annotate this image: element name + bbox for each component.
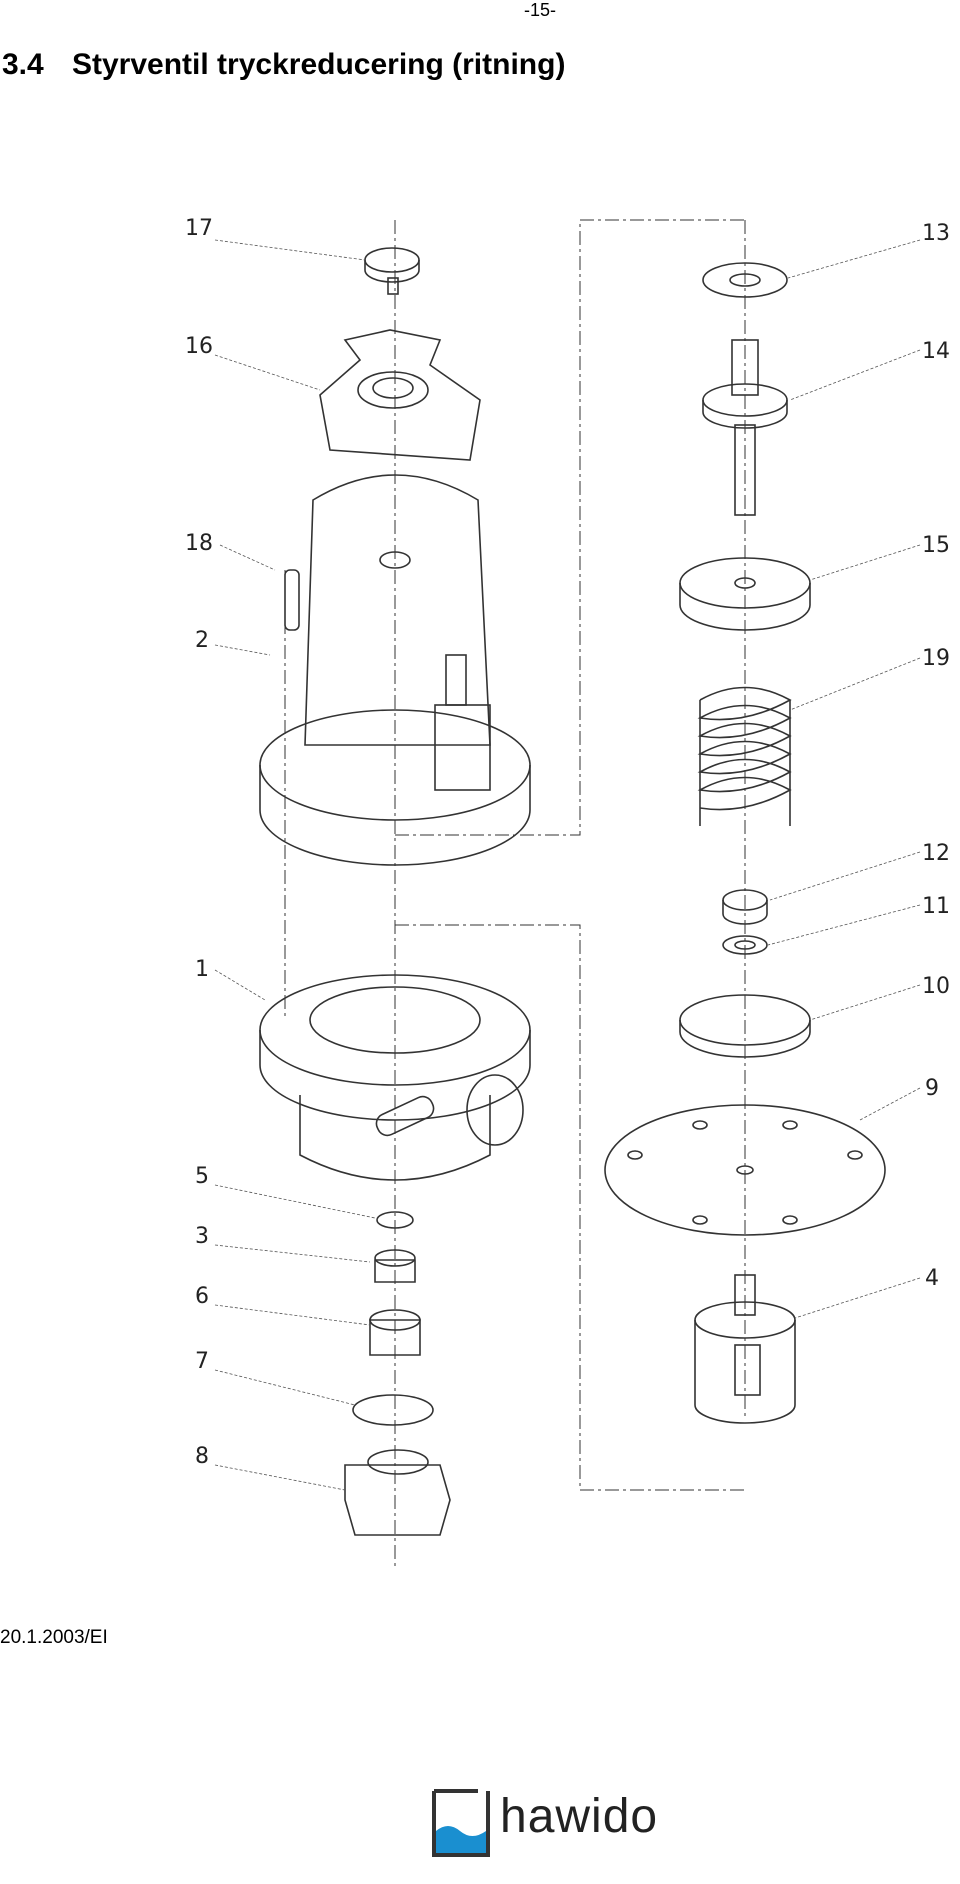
callout-7: 7: [195, 1349, 209, 1374]
page-title: 3.4 Styrventil tryckreducering (ritning): [2, 48, 565, 82]
callout-16: 16: [185, 334, 213, 359]
callout-11: 11: [922, 894, 950, 919]
callout-13: 13: [922, 221, 950, 246]
callout-2: 2: [195, 628, 209, 653]
callout-4: 4: [925, 1266, 939, 1291]
exploded-view-drawing: 17 16 18 2 1 5 3 6 7 8 13 14 15 19 12 11…: [185, 216, 950, 1570]
callout-5: 5: [195, 1164, 209, 1189]
water-drop-icon: [432, 1789, 490, 1857]
callout-15: 15: [922, 533, 950, 558]
callout-17: 17: [185, 216, 213, 241]
footer-date: 20.1.2003/EI: [0, 1627, 108, 1648]
callout-18: 18: [185, 531, 213, 556]
callout-8: 8: [195, 1444, 209, 1469]
section-title: Styrventil tryckreducering (ritning): [72, 48, 566, 81]
callout-14: 14: [922, 339, 950, 364]
callout-3: 3: [195, 1224, 209, 1249]
callout-12: 12: [922, 841, 950, 866]
section-number: 3.4: [2, 48, 44, 81]
callout-19: 19: [922, 646, 950, 671]
logo-text: hawido: [500, 1790, 659, 1843]
callout-10: 10: [922, 974, 950, 999]
callout-6: 6: [195, 1284, 209, 1309]
page-number: -15-: [523, 0, 556, 20]
callout-9: 9: [925, 1076, 939, 1101]
hawido-logo: hawido: [430, 1775, 670, 1875]
callout-1: 1: [195, 957, 209, 982]
